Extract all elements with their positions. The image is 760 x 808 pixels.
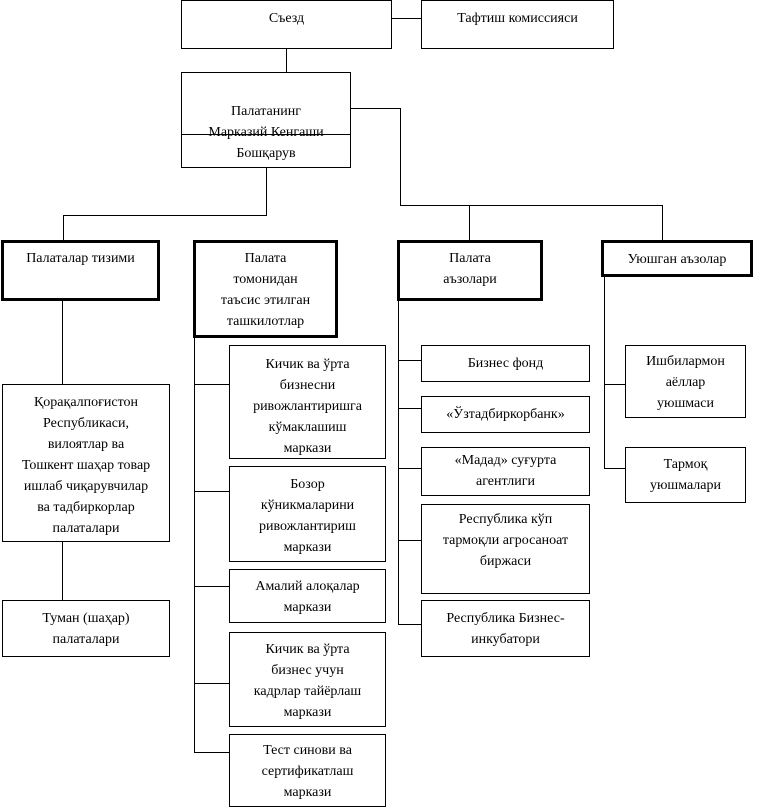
connector: [398, 468, 421, 469]
connector: [194, 337, 195, 753]
org-box: Тест синови ва сертификатлаш маркази: [229, 734, 386, 807]
member-box: «Мадад» суғурта агентлиги: [421, 447, 590, 496]
org-box: Бозор кўникмаларини ривожлантириш марказ…: [229, 466, 386, 562]
org-box: Амалий алоқалар маркази: [229, 569, 386, 623]
connector: [194, 752, 229, 753]
associated-members-header: Уюшган аъзолар: [601, 240, 753, 277]
connector: [63, 215, 267, 216]
connector: [266, 167, 267, 215]
connector: [194, 586, 229, 587]
connector: [194, 491, 229, 492]
org-box: Кичик ва ўрта бизнес учун кадрлар тайёрл…: [229, 632, 386, 727]
member-box: «Ўзтадбиркорбанк»: [421, 396, 590, 433]
connector: [604, 276, 605, 468]
connector: [350, 108, 400, 109]
central-council-label: Палатанинг Марказий Кенгаши: [208, 104, 324, 140]
connector: [398, 300, 399, 624]
member-box: Республика Бизнес- инкубатори: [421, 600, 590, 657]
connector: [63, 215, 64, 240]
connector: [398, 540, 421, 541]
congress-box: Съезд: [181, 0, 392, 49]
connector: [398, 408, 421, 409]
connector: [286, 48, 287, 72]
connector: [400, 205, 662, 206]
divider: [182, 134, 350, 135]
chambers-system-header: Палаталар тизими: [1, 240, 160, 301]
org-box: Кичик ва ўрта бизнесни ривожлантиришга к…: [229, 345, 386, 459]
connector: [194, 384, 229, 385]
member-box: Бизнес фонд: [421, 345, 590, 382]
connector: [469, 205, 470, 240]
connector: [62, 541, 63, 600]
connector: [604, 384, 625, 385]
member-box: Республика кўп тармоқли агросаноат биржа…: [421, 504, 590, 594]
central-council-box: Палатанинг Марказий Кенгаши Бошқарув: [181, 72, 351, 168]
chamber-members-header: Палата аъзолари: [397, 240, 543, 301]
audit-commission-box: Тафтиш комиссияси: [421, 0, 614, 49]
connector: [400, 108, 401, 205]
district-chambers-box: Туман (шаҳар) палаталари: [2, 600, 170, 657]
board-label: Бошқарув: [236, 146, 296, 161]
connector: [398, 360, 421, 361]
regional-chambers-box: Қорақалпоғистон Республикаси, вилоятлар …: [2, 384, 170, 542]
connector: [662, 205, 663, 240]
association-box: Тармоқ уюшмалари: [625, 447, 746, 503]
connector: [62, 300, 63, 384]
association-box: Ишбилармон аёллар уюшмаси: [625, 345, 746, 418]
founded-organizations-header: Палата томонидан таъсис этилган ташкилот…: [193, 240, 338, 338]
connector: [604, 468, 625, 469]
connector: [398, 624, 421, 625]
connector: [391, 18, 421, 19]
connector: [194, 683, 229, 684]
